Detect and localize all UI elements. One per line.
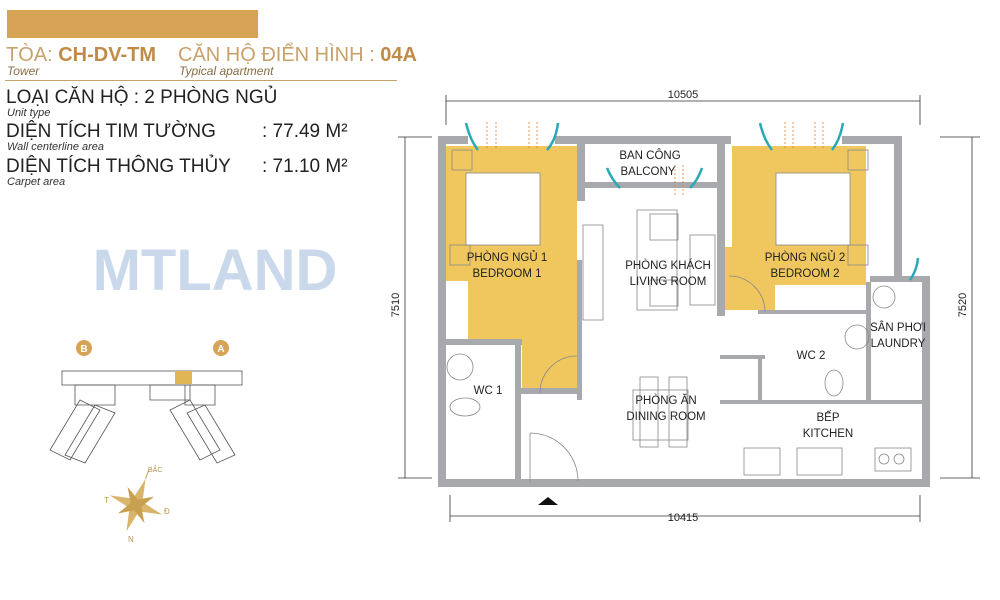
compass-east: Đ bbox=[164, 507, 170, 516]
compass-rose bbox=[109, 469, 163, 532]
kitchen-label-en: KITCHEN bbox=[803, 428, 853, 440]
dimension-top: 10505 bbox=[668, 89, 699, 101]
walls bbox=[438, 136, 930, 487]
wing-b-badge bbox=[76, 340, 92, 356]
apartment-label: CĂN HỘ ĐIỂN HÌNH : bbox=[178, 44, 375, 66]
site-plan-unit-highlight bbox=[175, 371, 192, 384]
dimension-right: 7520 bbox=[957, 293, 969, 317]
dimension-bottom: 10415 bbox=[668, 512, 699, 524]
wc-1-label: WC 1 bbox=[474, 385, 503, 397]
entrance-arrow-icon bbox=[538, 497, 558, 505]
tower-en: Tower bbox=[7, 64, 40, 78]
apartment-value: 04A bbox=[380, 44, 417, 66]
wing-a-badge bbox=[213, 340, 229, 356]
kitchen-label-vi: BẾP bbox=[816, 411, 839, 424]
bed-1 bbox=[465, 172, 541, 246]
unit-type-en: Unit type bbox=[7, 107, 51, 119]
carpet-area-en: Carpet area bbox=[7, 176, 66, 188]
header-divider bbox=[5, 80, 397, 81]
wing-a-label: A bbox=[217, 344, 224, 355]
airflow-orange-arrows-icon bbox=[486, 122, 824, 195]
wall-centerline-area-value: : 77.49 M² bbox=[262, 121, 348, 142]
dimension-lines bbox=[398, 95, 980, 522]
tower-title: TÒA: CH-DV-TM bbox=[6, 44, 156, 67]
living-room-label-vi: PHÒNG KHÁCH bbox=[625, 259, 711, 272]
tower-label: TÒA: bbox=[6, 44, 53, 66]
laundry-label-en: LAUNDRY bbox=[871, 338, 926, 350]
unit-type: LOẠI CĂN HỘ : 2 PHÒNG NGỦ bbox=[6, 87, 278, 108]
tower-value: CH-DV-TM bbox=[58, 44, 156, 66]
dining-room-label-en: DINING ROOM bbox=[626, 411, 705, 423]
wc-2-label: WC 2 bbox=[797, 350, 826, 362]
bedroom-1-label-vi: PHÒNG NGỦ 1 bbox=[467, 251, 548, 264]
watermark: MTLAND bbox=[93, 238, 338, 303]
bed-2 bbox=[775, 172, 851, 246]
compass-north: BẮC bbox=[148, 465, 162, 474]
compass-west: T bbox=[104, 496, 109, 505]
compass-south: N bbox=[128, 535, 134, 544]
bedroom-2-label-en: BEDROOM 2 bbox=[770, 268, 839, 280]
apartment-title: CĂN HỘ ĐIỂN HÌNH : 04A bbox=[178, 44, 417, 67]
wall-centerline-area-label: DIỆN TÍCH TIM TƯỜNG bbox=[6, 121, 216, 142]
airflow-arrows-icon bbox=[464, 122, 920, 281]
carpet-area-label: DIỆN TÍCH THÔNG THỦY bbox=[6, 156, 231, 177]
balcony-label-vi: BAN CÔNG bbox=[619, 149, 680, 162]
living-room-label-en: LIVING ROOM bbox=[630, 276, 707, 288]
bedroom-2-label-vi: PHÒNG NGỦ 2 bbox=[765, 251, 846, 264]
laundry-label-vi: SÂN PHƠI bbox=[870, 321, 926, 334]
bedroom-1-label-en: BEDROOM 1 bbox=[472, 268, 541, 280]
header-gold-bar bbox=[7, 10, 258, 38]
apartment-en: Typical apartment bbox=[179, 64, 274, 78]
dimension-left: 7510 bbox=[390, 293, 402, 317]
dining-room-label-vi: PHÒNG ĂN bbox=[635, 394, 696, 407]
wing-b-label: B bbox=[80, 344, 87, 355]
site-plan: B A bbox=[49, 340, 243, 464]
wall-centerline-area-en: Wall centerline area bbox=[7, 141, 105, 153]
carpet-area-value: : 71.10 M² bbox=[262, 156, 348, 177]
furniture bbox=[446, 149, 912, 482]
balcony-label-en: BALCONY bbox=[621, 166, 676, 178]
